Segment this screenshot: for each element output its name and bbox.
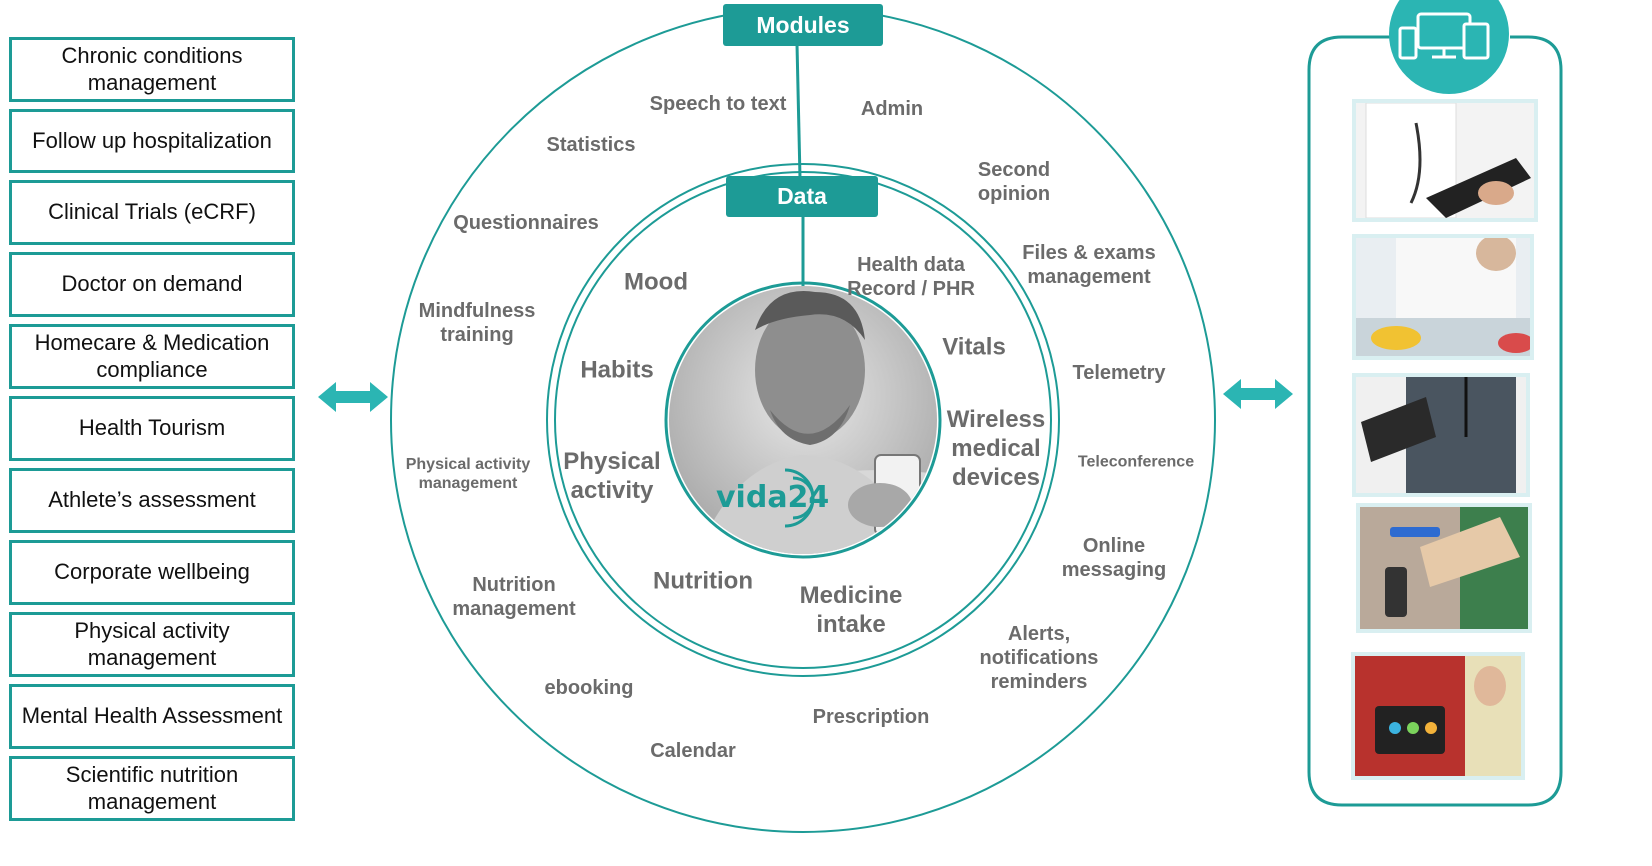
module-alerts: Alerts, notifications reminders — [979, 623, 1099, 693]
data-ring-outer — [546, 163, 1060, 677]
devices-icon — [1398, 12, 1490, 60]
data-wireless-devices: Wireless medical devices — [946, 405, 1046, 491]
module-prescription: Prescription — [812, 706, 930, 728]
usecase-clinical-trials: Clinical Trials (eCRF) — [9, 180, 295, 245]
photo-athlete-tablet-image — [1356, 377, 1526, 493]
devices-panel — [1307, 35, 1563, 807]
data-ring-inner — [554, 171, 1052, 669]
data-mood: Mood — [624, 268, 688, 296]
usecase-physical-activity: Physical activity management — [9, 612, 295, 677]
module-questionnaires: Questionnaires — [453, 212, 599, 234]
photo-doctor-tablet — [1352, 99, 1538, 222]
usecase-followup: Follow up hospitalization — [9, 109, 295, 173]
module-physical-activity-management: Physical activity management — [405, 455, 531, 492]
photo-glucose-test — [1356, 503, 1532, 633]
data-tag: Data — [726, 176, 878, 217]
usecase-homecare: Homecare & Medication compliance — [9, 324, 295, 389]
data-vitals: Vitals — [942, 333, 1006, 361]
data-physical-activity: Physical activity — [563, 448, 661, 504]
photo-glucose-test-image — [1360, 507, 1528, 629]
data-medicine-intake: Medicine intake — [799, 582, 903, 638]
data-health-record: Health data Record / PHR — [847, 254, 975, 300]
module-speech-to-text: Speech to text — [649, 93, 787, 115]
module-calendar: Calendar — [650, 740, 736, 762]
usecase-athlete: Athlete’s assessment — [9, 468, 295, 533]
module-online-messaging: Online messaging — [1061, 535, 1167, 581]
module-mindfulness: Mindfulness training — [418, 300, 536, 346]
module-ebooking: ebooking — [544, 677, 634, 699]
module-admin: Admin — [860, 98, 924, 120]
photo-elderly-tablet-image — [1355, 656, 1521, 776]
module-second-opinion: Second opinion — [977, 159, 1051, 205]
photo-doctor-desk-image — [1356, 238, 1530, 356]
data-habits: Habits — [580, 356, 654, 384]
center-photo-border — [664, 281, 942, 559]
logo-swirl — [784, 468, 815, 528]
usecase-doctor-on-demand: Doctor on demand — [9, 252, 295, 317]
modules-tag: Modules — [723, 4, 883, 46]
modules-connector — [795, 43, 802, 179]
photo-athlete-tablet — [1352, 373, 1530, 497]
module-files-exams: Files & exams management — [1022, 242, 1156, 288]
usecase-corporate: Corporate wellbeing — [9, 540, 295, 605]
vida24-logo: vida24 — [716, 480, 830, 515]
module-teleconference: Teleconference — [1077, 453, 1195, 471]
photo-doctor-tablet-image — [1356, 103, 1534, 218]
module-telemetry: Telemetry — [1072, 362, 1166, 384]
left-double-arrow — [318, 382, 388, 412]
usecase-chronic: Chronic conditions management — [9, 37, 295, 102]
module-statistics: Statistics — [546, 134, 636, 156]
usecase-health-tourism: Health Tourism — [9, 396, 295, 461]
usecase-nutrition: Scientific nutrition management — [9, 756, 295, 821]
data-nutrition: Nutrition — [653, 567, 753, 595]
module-nutrition-management: Nutrition management — [452, 574, 576, 620]
photo-doctor-desk — [1352, 234, 1534, 360]
photo-elderly-tablet — [1351, 652, 1525, 780]
right-double-arrow — [1223, 379, 1293, 409]
usecase-mental-health: Mental Health Assessment — [9, 684, 295, 749]
